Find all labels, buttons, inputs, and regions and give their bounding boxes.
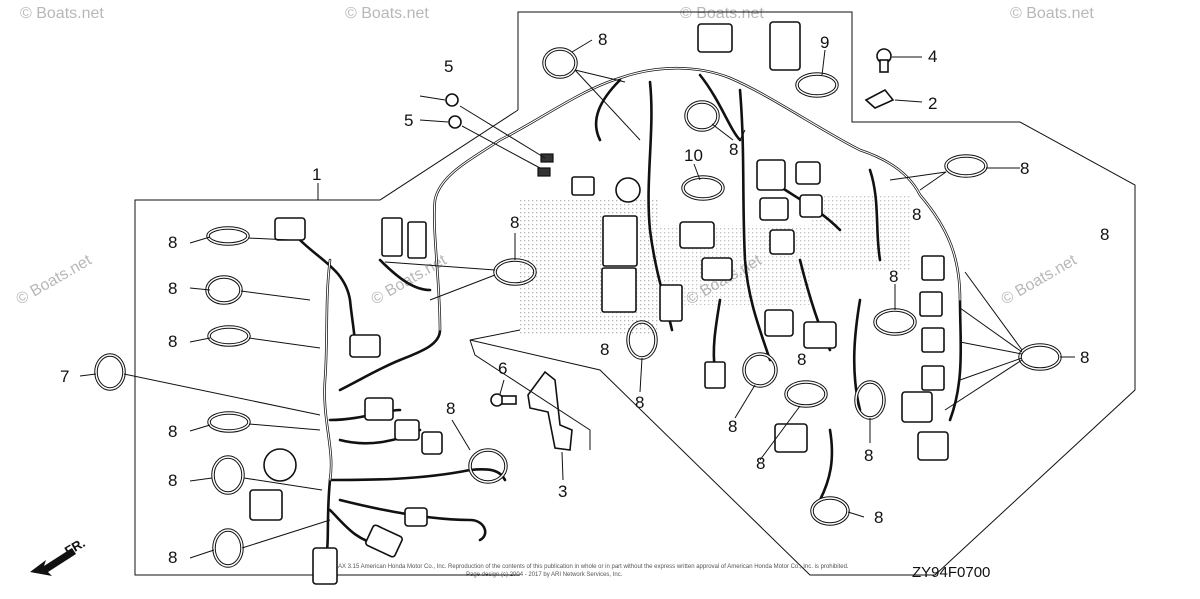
callout-label: 9 [820,33,829,52]
connector [901,391,933,423]
callout-label: 8 [635,393,644,412]
callout-label: 1 [312,165,321,184]
connector [764,309,794,337]
callout-label: 8 [889,267,898,286]
callout-label: 4 [928,47,937,66]
clip [864,88,895,109]
callout-label: 8 [1080,348,1089,367]
connector [601,267,637,313]
callout-label: 8 [912,205,921,224]
connector [404,507,428,527]
connector [421,431,443,455]
connector [679,221,715,249]
callout-label: 8 [446,399,455,418]
connector [364,397,394,421]
callout-label: 8 [168,233,177,252]
drawing-code: ZY94F0700 [912,564,990,581]
connector [349,334,381,358]
connector [921,365,945,391]
bolt [445,93,459,107]
callout-label: 8 [168,548,177,567]
clamp-group [94,47,1062,568]
watermark-text: © Boats.net [1010,5,1094,22]
connector [803,321,837,349]
copyright-text: Page design (c) 2004 - 2017 by ARI Netwo… [466,572,623,578]
callout-label: 8 [168,422,177,441]
connector [394,419,420,441]
callout-label: 8 [598,30,607,49]
callout-label: 7 [60,367,69,386]
connector [769,229,795,255]
connector [701,257,733,281]
callout-label: 8 [600,340,609,359]
callouts: 1 2 3 4 5 5 6 7 8 8 8 8 8 8 8 8 8 8 8 8 … [60,30,1109,567]
connector [659,284,683,322]
terminal [540,153,554,163]
connector [799,194,823,218]
hardware-group [445,48,895,451]
connector [917,431,949,461]
callout-label: 8 [510,213,519,232]
callout-label: 8 [168,471,177,490]
footer: AX 3.15 American Honda Motor Co., Inc. R… [338,564,990,581]
terminal [537,167,551,177]
connector [921,255,945,281]
connector [756,159,786,191]
connector [774,423,808,453]
connector [795,161,821,185]
callout-label: 8 [728,417,737,436]
connector [921,327,945,353]
callout-label: 8 [797,350,806,369]
watermark-text: © Boats.net [14,252,96,309]
callout-label: 6 [498,359,507,378]
connector [381,217,403,257]
bolt [879,59,889,73]
bolt [501,395,517,405]
connector [312,547,338,585]
leader-lines [79,39,1075,559]
connector [769,21,801,71]
bracket [527,370,573,451]
connector [263,448,297,482]
callout-label: 8 [168,279,177,298]
connector [615,177,641,203]
callout-label: 5 [444,57,453,76]
callout-label: 8 [864,446,873,465]
callout-label: 8 [756,454,765,473]
connector-group [249,21,949,585]
copyright-text: AX 3.15 American Honda Motor Co., Inc. R… [338,564,849,570]
callout-label: 8 [1020,159,1029,178]
connector [407,221,427,259]
bolt [448,115,462,129]
connector [365,524,403,558]
watermark-text: © Boats.net [20,5,104,22]
connector [249,489,283,521]
connector [704,361,726,389]
callout-label: 5 [404,111,413,130]
watermark-text: © Boats.net [999,252,1081,309]
callout-label: 10 [684,146,703,165]
callout-label: 3 [558,482,567,501]
connector [274,217,306,241]
callout-label: 8 [1100,225,1109,244]
callout-label: 8 [729,140,738,159]
connector [759,197,789,221]
assembly-boundary [134,11,1136,576]
watermark-text: © Boats.net [345,5,429,22]
callout-label: 8 [168,332,177,351]
connector [919,291,943,317]
connector [571,176,595,196]
connector [602,215,638,267]
connector [697,23,733,53]
front-arrow: FR. [30,535,88,576]
callout-label: 8 [874,508,883,527]
watermark-text: © Boats.net [680,5,764,22]
callout-label: 2 [928,94,937,113]
